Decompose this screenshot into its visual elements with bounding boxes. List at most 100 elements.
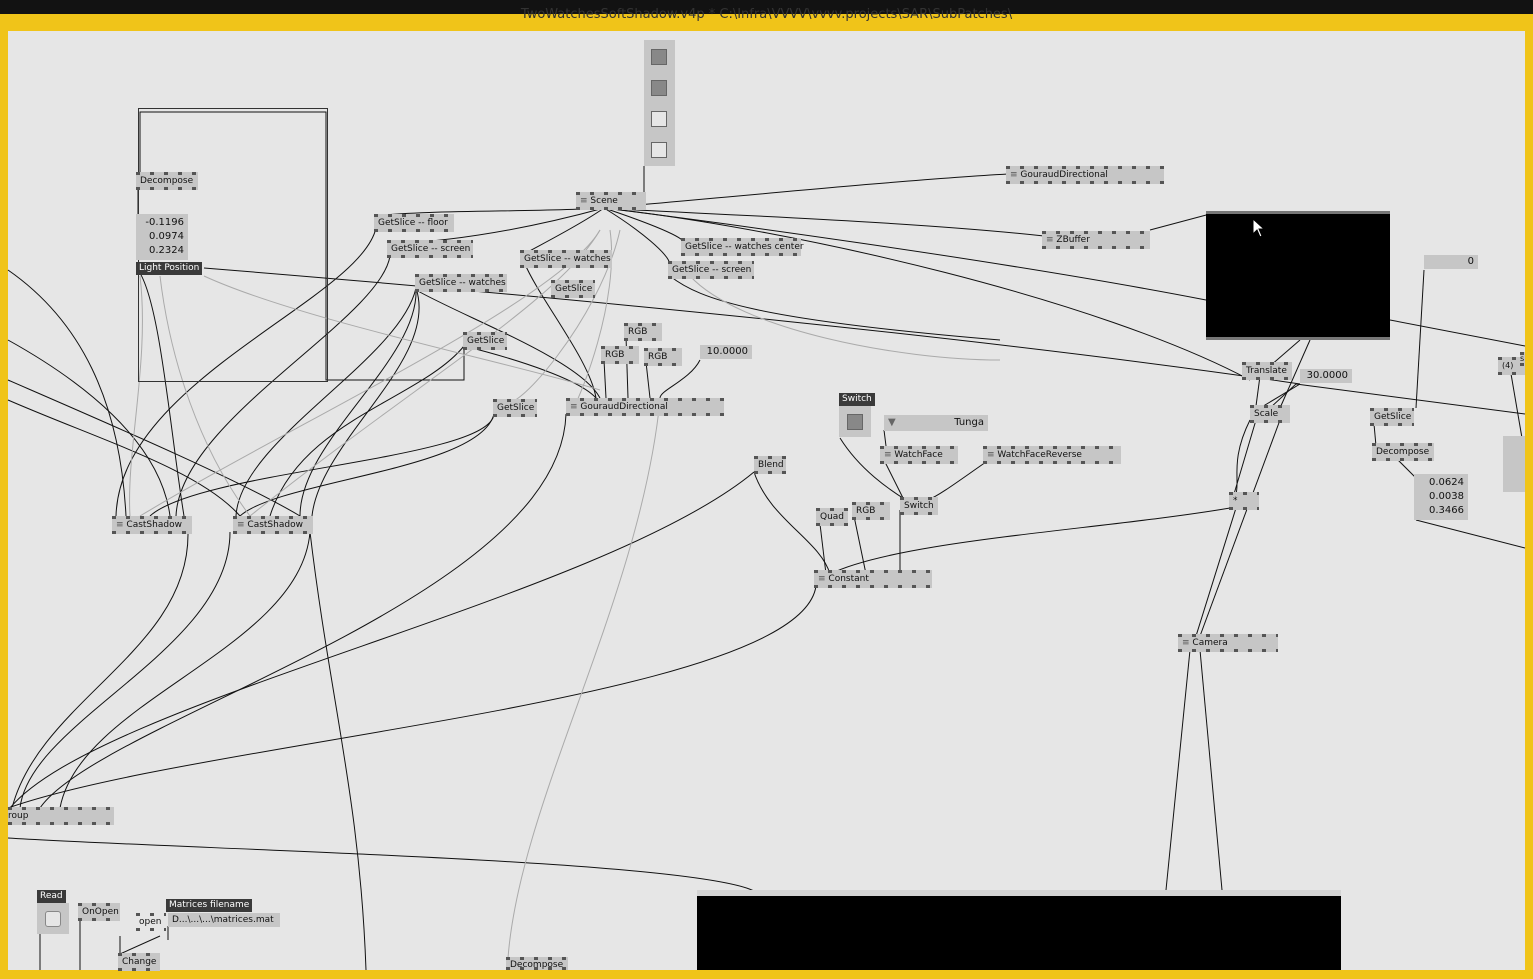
value-box-30[interactable]: 30.0000 [1300, 369, 1352, 383]
right-values[interactable]: 0.0624 0.0038 0.3466 [1414, 474, 1468, 520]
watchface-reverse-node[interactable]: WatchFaceReverse [983, 446, 1121, 464]
getslice-node-c[interactable]: GetSlice [493, 399, 537, 417]
multiply-node[interactable]: * [1229, 492, 1259, 510]
node-label: Quad [820, 512, 845, 522]
node-label: GetSlice -- watches [524, 254, 611, 264]
castshadow-node-2[interactable]: CastShadow [233, 516, 313, 534]
constant-node[interactable]: Constant [814, 570, 932, 588]
rgb-node-1[interactable]: RGB [624, 323, 662, 341]
node-label: Scale [1254, 409, 1279, 419]
s-node[interactable]: s [1520, 352, 1525, 366]
switch-node[interactable]: Switch [900, 497, 938, 515]
scale-node[interactable]: Scale [1250, 405, 1290, 423]
getslice-screen-node-2[interactable]: GetSlice -- screen [668, 261, 754, 279]
node-label: Translate [1246, 366, 1287, 376]
node-label: (4) [1502, 361, 1514, 370]
switch-toggle-square[interactable] [847, 414, 863, 430]
blend-node[interactable]: Blend [754, 456, 786, 474]
node-label: GouraudDirectional [1006, 170, 1108, 180]
light-position-label: Light Position [136, 262, 203, 275]
value-box-0[interactable]: 0 [1424, 255, 1478, 269]
node-label: ZBuffer [1042, 235, 1090, 245]
node-label: GetSlice [467, 336, 505, 346]
node-label: WatchFace [880, 450, 943, 460]
window-border-left [0, 14, 8, 979]
castshadow-node-1[interactable]: CastShadow [112, 516, 192, 534]
renderer-preview-bottom[interactable] [697, 890, 1341, 970]
value-text: D...\...\...\matrices.mat [172, 915, 274, 925]
zbuffer-node[interactable]: ZBuffer [1042, 231, 1150, 249]
rgb-node-3[interactable]: RGB [644, 348, 682, 366]
translate-node[interactable]: Translate [1242, 362, 1292, 380]
getslice-watches-center-node[interactable]: GetSlice -- watches center [681, 238, 804, 256]
getslice-floor-node[interactable]: GetSlice -- floor [374, 214, 454, 232]
window-border-bottom [0, 970, 1533, 979]
node-label: Camera [1178, 638, 1228, 648]
count-node[interactable]: (4) [1498, 357, 1525, 375]
getslice-watches-node-2[interactable]: GetSlice -- watches [415, 274, 507, 292]
camera-node[interactable]: Camera [1178, 634, 1278, 652]
toggle-3[interactable] [651, 111, 667, 127]
title-bar [0, 0, 1533, 14]
switch-label: Switch [839, 393, 875, 406]
toggle-2[interactable] [651, 80, 667, 96]
rgb-node-4[interactable]: RGB [852, 502, 890, 520]
watchface-node[interactable]: WatchFace [880, 446, 958, 464]
read-bang-button[interactable] [37, 903, 69, 934]
toggle-4[interactable] [651, 142, 667, 158]
gouraud-directional-node[interactable]: GouraudDirectional [566, 398, 724, 416]
getslice-node-a[interactable]: GetSlice [551, 280, 595, 298]
enum-value: Tunga [954, 417, 984, 428]
read-bang-square[interactable] [45, 911, 61, 927]
node-label: Blend [758, 460, 784, 470]
gouraud-directional-node-top[interactable]: GouraudDirectional [1006, 166, 1164, 184]
light-value-z: 0.2324 [149, 245, 184, 256]
quad-node[interactable]: Quad [816, 508, 848, 526]
tunga-enum-box[interactable]: ▼ Tunga [884, 415, 988, 431]
scene-node[interactable]: Scene [576, 192, 646, 210]
toggle-stack[interactable] [644, 40, 675, 166]
getslice-screen-node[interactable]: GetSlice -- screen [387, 240, 473, 258]
decompose-node-2[interactable]: Decompose [1372, 443, 1434, 461]
decompose-node[interactable]: Decompose [136, 172, 198, 190]
decompose-node-3[interactable]: Decompose [506, 957, 568, 970]
node-label: RGB [605, 350, 625, 360]
group-node[interactable]: roup [8, 807, 114, 825]
getslice-watches-node[interactable]: GetSlice -- watches [520, 250, 612, 268]
value-text: 30.0000 [1306, 370, 1348, 381]
node-label: * [1233, 496, 1238, 506]
right-value-z: 0.3466 [1429, 505, 1464, 516]
node-label: Decompose [1376, 447, 1430, 457]
change-node[interactable]: Change [118, 953, 160, 971]
onopen-node[interactable]: OnOpen [78, 903, 120, 921]
node-label: RGB [628, 327, 648, 337]
toggle-1[interactable] [651, 49, 667, 65]
right-value-y: 0.0038 [1429, 491, 1464, 502]
light-position-values[interactable]: -0.1196 0.0974 0.2324 [136, 214, 188, 260]
node-label: GetSlice [497, 403, 535, 413]
node-label: Scene [576, 196, 618, 206]
rgb-node-2[interactable]: RGB [601, 346, 639, 364]
node-label: GouraudDirectional [566, 402, 668, 412]
right-edge-box[interactable] [1503, 436, 1525, 492]
getslice-node-b[interactable]: GetSlice [463, 332, 507, 350]
value-text: 10.0000 [706, 346, 748, 357]
node-label: CastShadow [233, 520, 303, 530]
node-label: GetSlice -- floor [378, 218, 448, 228]
node-label: GetSlice -- screen [391, 244, 471, 254]
matrices-path-box[interactable]: D...\...\...\matrices.mat [168, 913, 280, 927]
read-label: Read [37, 890, 66, 903]
node-label: GetSlice -- watches center [685, 242, 804, 252]
light-value-y: 0.0974 [149, 231, 184, 242]
switch-toggle[interactable] [839, 406, 871, 437]
light-value-x: -0.1196 [145, 217, 184, 228]
node-label: GetSlice [1374, 412, 1412, 422]
value-box-10[interactable]: 10.0000 [700, 345, 752, 359]
node-label: GetSlice [555, 284, 593, 294]
renderer-preview-top[interactable] [1206, 211, 1390, 340]
getslice-node-d[interactable]: GetSlice [1370, 408, 1414, 426]
node-label: WatchFaceReverse [983, 450, 1082, 460]
value-text: 0 [1467, 256, 1474, 267]
node-label: OnOpen [82, 907, 119, 917]
dropdown-arrow-icon: ▼ [888, 417, 896, 428]
